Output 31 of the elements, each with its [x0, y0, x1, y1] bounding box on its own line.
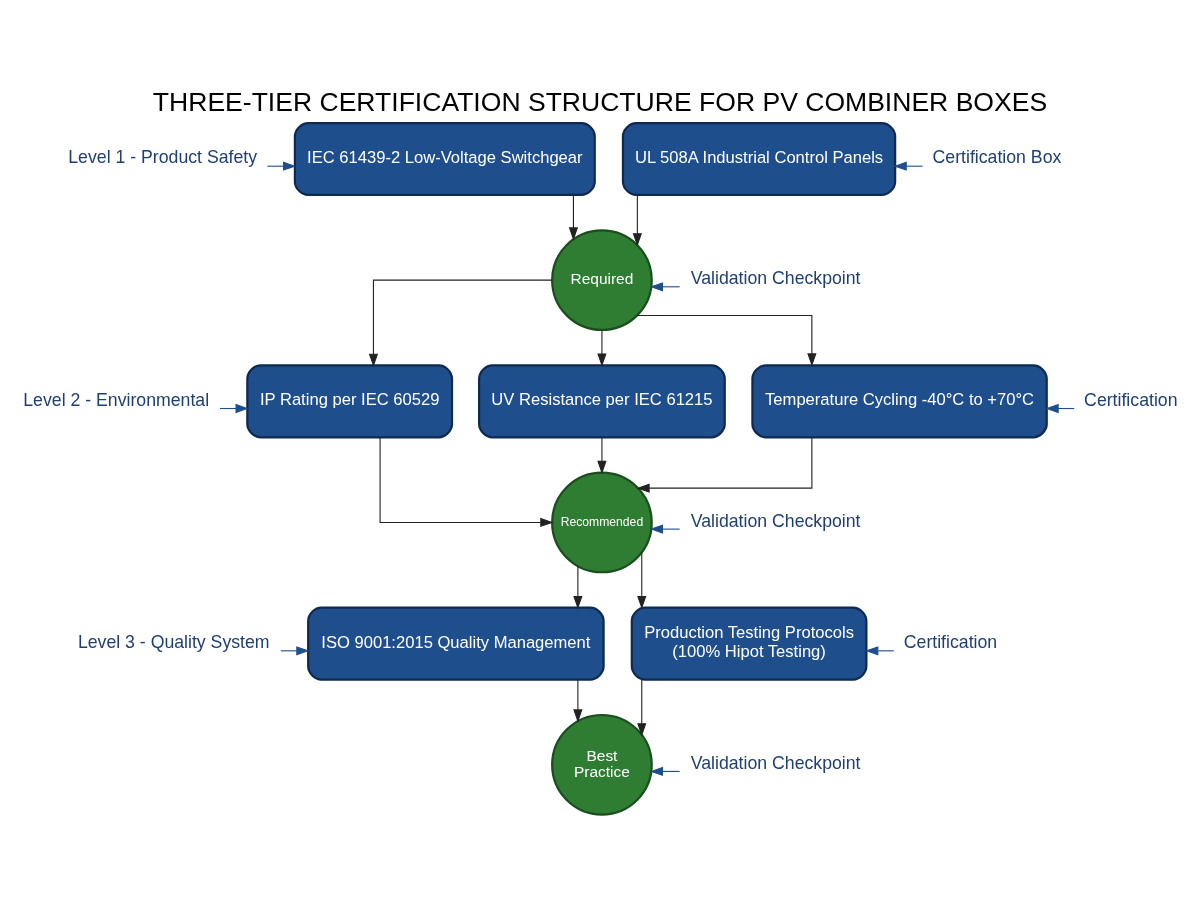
node-text: Level 1 - Product Safety	[68, 147, 258, 168]
arrow	[597, 329, 607, 367]
arrow	[649, 524, 681, 534]
arrow	[636, 315, 817, 367]
node-box: UL 508A Industrial Control Panels	[621, 121, 897, 197]
arrow	[568, 194, 579, 241]
node-box: Temperature Cycling -40°C to +70°C	[751, 364, 1048, 439]
arrow	[636, 437, 813, 493]
diagram-title: THREE-TIER CERTIFICATION STRUCTURE FOR PV COMBINER BOXES	[152, 87, 1048, 118]
arrow	[637, 551, 647, 610]
node-text: Level 3 - Quality System	[77, 631, 270, 652]
node-box: Production Testing Protocols (100% Hipot Testing)	[630, 606, 868, 681]
node-box: IP Rating per IEC 60529	[246, 364, 454, 439]
node-text: Certification	[1084, 389, 1178, 410]
node-circle: Best Practice	[551, 713, 653, 816]
node-box: ISO 9001:2015 Quality Management	[307, 606, 605, 681]
arrow	[632, 194, 642, 247]
arrow	[379, 436, 554, 528]
arrow	[597, 436, 607, 475]
arrow	[368, 279, 553, 367]
node-text: Validation Checkpoint	[690, 752, 861, 773]
arrow	[573, 565, 583, 610]
node-text: Level 2 - Environmental	[23, 389, 210, 410]
node-box: UV Resistance per IEC 61215	[478, 364, 726, 439]
arrow	[637, 679, 647, 737]
node-text: Validation Checkpoint	[690, 268, 861, 289]
node-text: Validation Checkpoint	[690, 510, 861, 531]
node-text: Certification	[903, 631, 998, 652]
arrow	[573, 679, 583, 723]
node-text: Certification Box	[932, 147, 1062, 168]
node-box: IEC 61439-2 Low-Voltage Switchgear	[293, 121, 596, 197]
